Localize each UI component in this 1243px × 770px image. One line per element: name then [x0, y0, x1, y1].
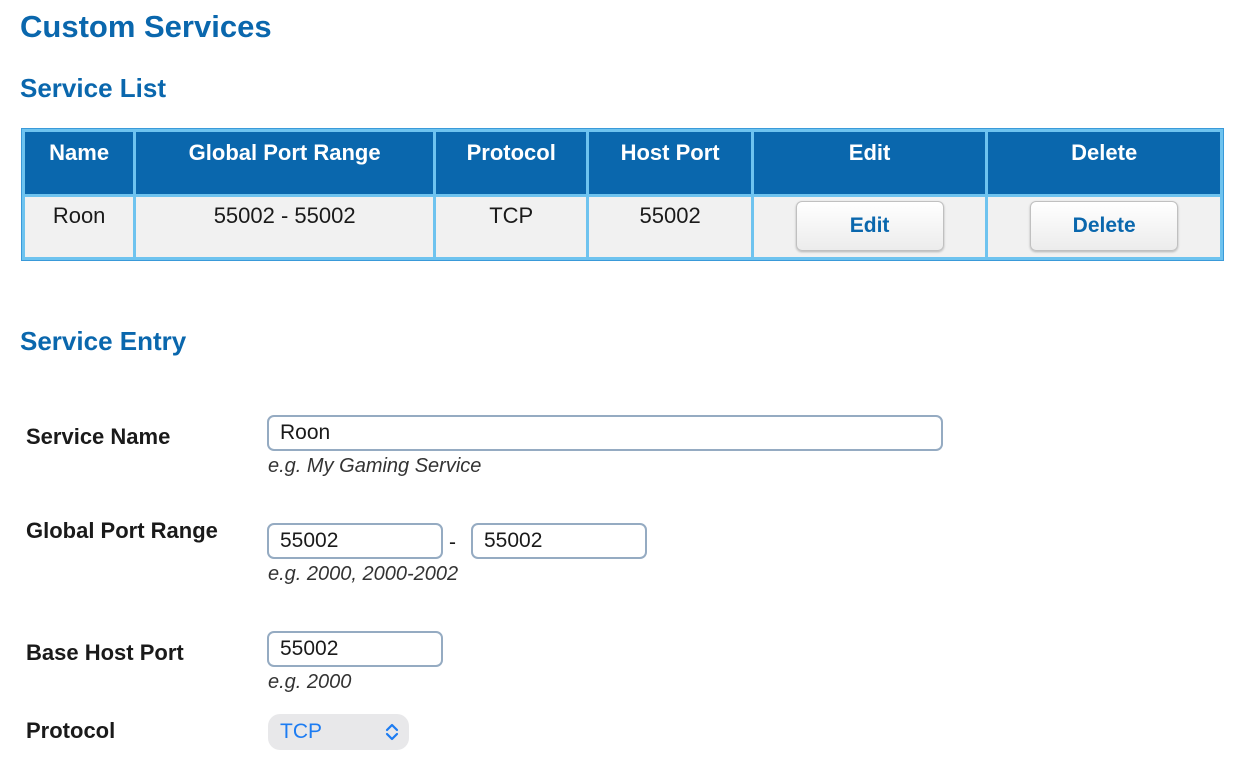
protocol-selected-value: TCP	[280, 720, 322, 743]
protocol-label: Protocol	[26, 718, 116, 743]
protocol-select[interactable]: TCP	[268, 714, 409, 750]
column-header-edit: Edit	[750, 129, 989, 197]
cell-global-port-range: 55002 - 55002	[133, 194, 437, 260]
global-port-range-end-input[interactable]	[471, 523, 647, 559]
port-range-separator: -	[449, 531, 456, 554]
delete-button[interactable]: Delete	[1030, 201, 1179, 251]
column-header-global-port-range: Global Port Range	[133, 129, 437, 197]
table-header-row: Name Global Port Range Protocol Host Por…	[21, 129, 1223, 197]
edit-button[interactable]: Edit	[795, 201, 944, 251]
cell-edit: Edit	[750, 194, 989, 260]
cell-protocol: TCP	[433, 194, 590, 260]
column-header-host-port: Host Port	[586, 129, 754, 197]
global-port-range-start-input[interactable]	[267, 523, 443, 559]
global-port-range-hint: e.g. 2000, 2000-2002	[268, 563, 459, 585]
column-header-protocol: Protocol	[433, 129, 590, 197]
global-port-range-label: Global Port Range	[26, 518, 218, 543]
cell-delete: Delete	[985, 194, 1223, 260]
cell-name: Roon	[21, 194, 137, 260]
base-host-port-hint: e.g. 2000	[268, 671, 352, 693]
chevron-updown-icon	[385, 723, 399, 741]
service-entry-title: Service Entry	[20, 326, 187, 356]
service-list-table: Name Global Port Range Protocol Host Por…	[21, 128, 1224, 261]
service-name-hint: e.g. My Gaming Service	[268, 455, 482, 477]
column-header-delete: Delete	[985, 129, 1223, 197]
cell-host-port: 55002	[586, 194, 754, 260]
column-header-name: Name	[21, 129, 137, 197]
service-list-title: Service List	[20, 73, 166, 103]
page-title: Custom Services	[20, 9, 272, 44]
table-row: Roon 55002 - 55002 TCP 55002 Edit Delete	[21, 194, 1223, 260]
service-name-label: Service Name	[26, 424, 171, 449]
service-name-input[interactable]	[267, 415, 943, 451]
base-host-port-label: Base Host Port	[26, 640, 184, 665]
base-host-port-input[interactable]	[267, 631, 443, 667]
